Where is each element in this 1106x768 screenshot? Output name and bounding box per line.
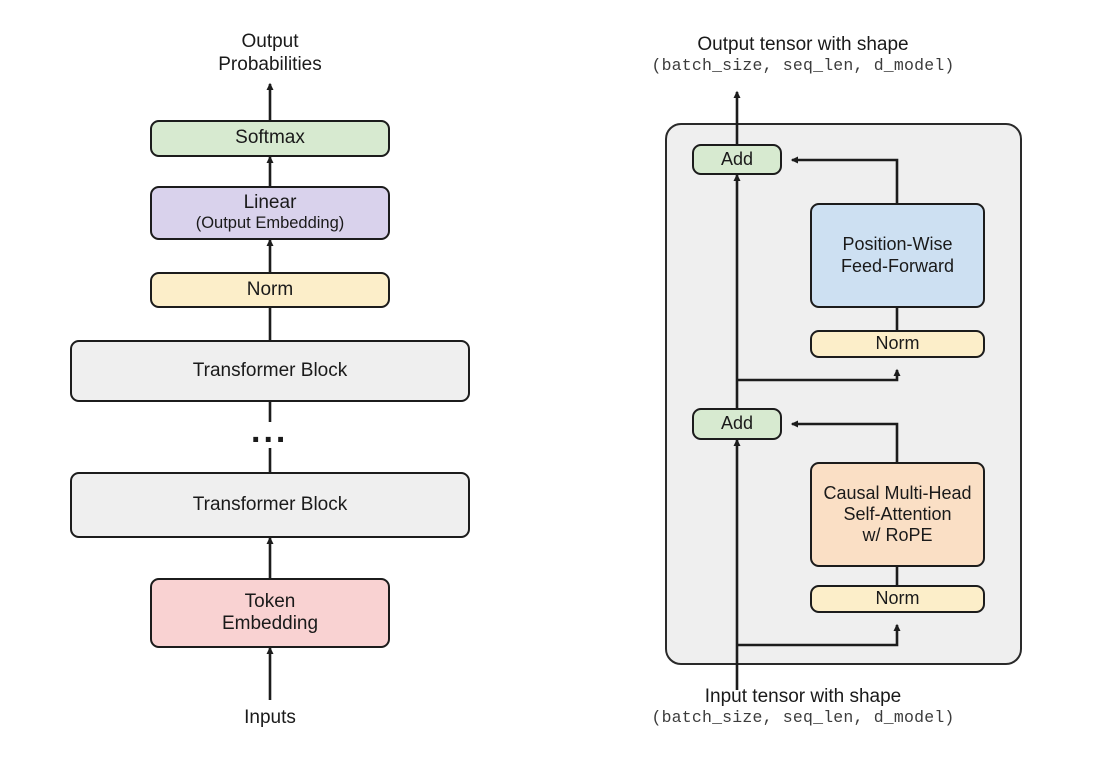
output-tensor-shape: (batch_size, seq_len, d_model) (651, 56, 955, 76)
output-probabilities-line2: Probabilities (218, 54, 322, 76)
node-token-embedding-label: Token (244, 590, 296, 612)
node-linear-sublabel: (Output Embedding) (195, 214, 345, 233)
node-add-ffn[interactable]: Add (692, 144, 782, 175)
node-feed-forward-label: Position-Wise (842, 234, 953, 255)
node-transformer-block-top-label: Transformer Block (192, 359, 348, 381)
node-transformer-block-top[interactable]: Transformer Block (70, 340, 470, 402)
node-norm-ffn-label: Norm (875, 333, 920, 354)
input-tensor-line1: Input tensor with shape (704, 686, 902, 707)
output-tensor-label: Output tensor with shape (batch_size, se… (613, 33, 993, 76)
node-causal-self-attention[interactable]: Causal Multi-Head Self-Attention w/ RoPE (810, 462, 985, 567)
node-linear[interactable]: Linear (Output Embedding) (150, 186, 390, 240)
node-softmax-label: Softmax (235, 127, 305, 149)
output-probabilities-line1: Output (241, 31, 299, 52)
node-add-ffn-label: Add (720, 148, 754, 169)
node-transformer-block-bottom[interactable]: Transformer Block (70, 472, 470, 538)
repeat-ellipsis: ... (251, 412, 289, 450)
input-tensor-label: Input tensor with shape (batch_size, seq… (613, 685, 993, 728)
output-tensor-line1: Output tensor with shape (697, 34, 909, 55)
node-linear-label: Linear (243, 192, 297, 214)
node-attention-line3: w/ RoPE (862, 525, 933, 546)
node-add-attn-label: Add (720, 413, 754, 434)
inputs-label: Inputs (244, 707, 296, 728)
node-add-attn[interactable]: Add (692, 408, 782, 440)
node-norm-attn[interactable]: Norm (810, 585, 985, 613)
node-softmax[interactable]: Softmax (150, 120, 390, 157)
node-token-embedding-sublabel: Embedding (221, 613, 319, 634)
node-feed-forward-sublabel: Feed-Forward (840, 255, 955, 276)
node-norm-final-label: Norm (246, 278, 294, 300)
node-norm-ffn[interactable]: Norm (810, 330, 985, 358)
output-probabilities-label: Output Probabilities (170, 30, 370, 76)
node-feed-forward[interactable]: Position-Wise Feed-Forward (810, 203, 985, 308)
node-attention-line2: Self-Attention (843, 503, 952, 524)
node-token-embedding[interactable]: Token Embedding (150, 578, 390, 648)
node-norm-final[interactable]: Norm (150, 272, 390, 308)
node-norm-attn-label: Norm (875, 588, 920, 609)
node-attention-line1: Causal Multi-Head (823, 482, 972, 503)
node-transformer-block-bottom-label: Transformer Block (192, 493, 348, 515)
input-tensor-shape: (batch_size, seq_len, d_model) (651, 708, 955, 728)
